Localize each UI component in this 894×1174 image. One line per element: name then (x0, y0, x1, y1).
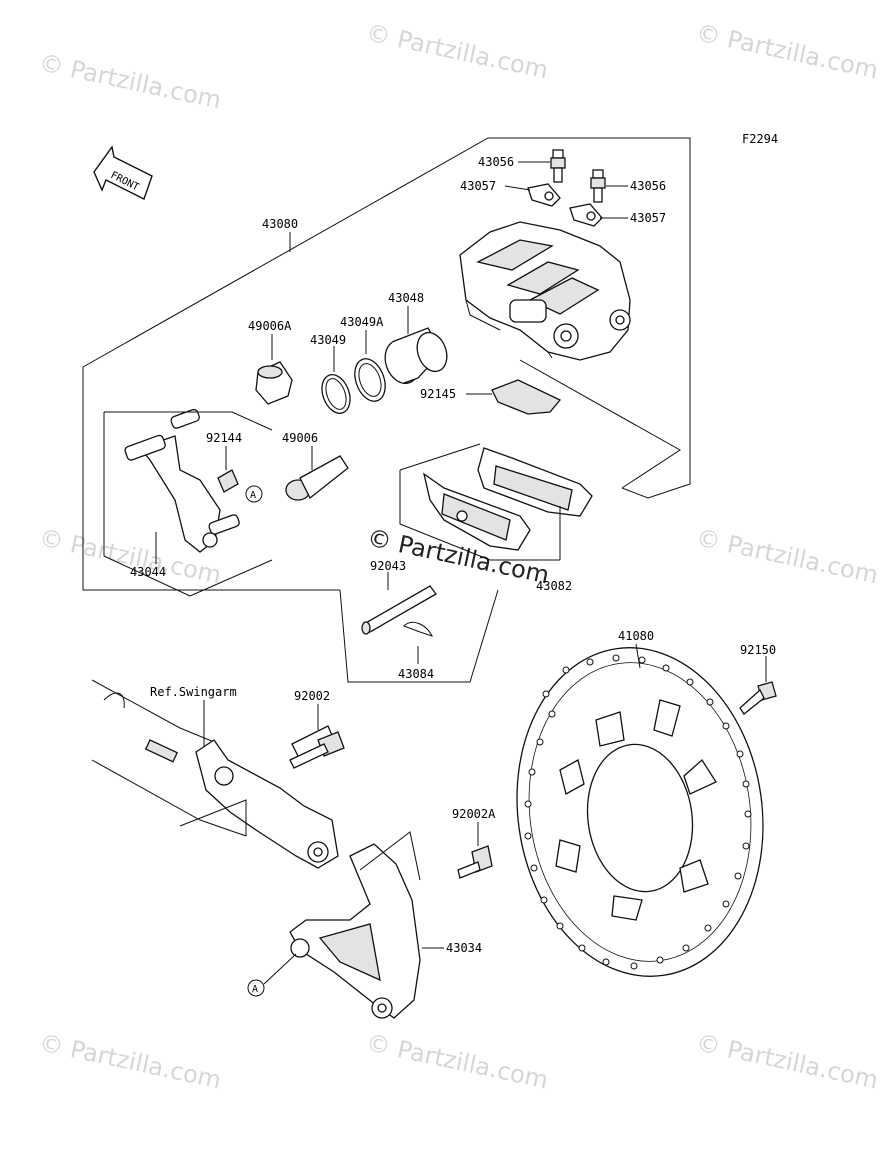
watermark-mid-right: © Partzilla.com (694, 523, 881, 589)
bolt-92002 (289, 731, 345, 769)
caliper-body (459, 221, 631, 361)
label-41080: 41080 (618, 629, 654, 643)
label-43084: 43084 (398, 667, 434, 681)
label-92002: 92002 (294, 689, 330, 703)
slide-pin-49006 (285, 455, 349, 501)
label-43044: 43044 (130, 565, 166, 579)
label-49006a: 49006A (248, 319, 292, 333)
label-43049a: 43049A (340, 315, 384, 329)
label-43056-right: 43056 (630, 179, 666, 193)
label-43048: 43048 (388, 291, 424, 305)
seal-43049 (321, 374, 351, 414)
watermark-bottom-left: © Partzilla.com (37, 1028, 224, 1094)
label-43034: 43034 (446, 941, 482, 955)
label-92150: 92150 (740, 643, 776, 657)
torque-link (195, 725, 339, 869)
label-43057-left: 43057 (460, 179, 496, 193)
pad-spring-92145 (491, 379, 562, 415)
clip-92144 (217, 469, 239, 493)
label-43049: 43049 (310, 333, 346, 347)
watermark-top-center: © Partzilla.com (364, 18, 551, 84)
brake-pad-inner (422, 472, 531, 551)
svg-text:A: A (250, 490, 256, 501)
brake-pad-outer (477, 447, 593, 517)
brake-disc-41080 (516, 647, 764, 977)
label-92145: 92145 (420, 387, 456, 401)
front-arrow-icon: FRONT (93, 145, 153, 200)
label-92144: 92144 (206, 431, 242, 445)
cotter-pin-43084 (403, 621, 433, 637)
bleeder-cap-right (569, 203, 603, 227)
label-49006: 49006 (282, 431, 318, 445)
bleeder-cap-left (527, 183, 561, 207)
svg-text:A: A (252, 984, 258, 995)
caliper-bracket-43044 (124, 408, 240, 553)
piston-43048 (384, 327, 448, 385)
label-43080: 43080 (262, 217, 298, 231)
assembly-outline-left (82, 367, 340, 591)
assembly-outline-top (82, 137, 691, 499)
bolt-92002a (457, 845, 493, 879)
watermark-bottom-right: © Partzilla.com (694, 1028, 881, 1094)
label-43082: 43082 (536, 579, 572, 593)
callout-a-upper: A (245, 485, 263, 503)
label-43056-left: 43056 (478, 155, 514, 169)
seal-43049a (354, 358, 386, 402)
disc-bolt-92150 (739, 681, 777, 715)
brake-disc-holes (524, 654, 752, 970)
watermark-top-left: © Partzilla.com (37, 48, 224, 114)
swingarm-reference (91, 679, 247, 837)
watermark-top-right: © Partzilla.com (694, 18, 881, 84)
watermarks: © Partzilla.com © Partzilla.com © Partzi… (37, 18, 881, 1094)
label-92002a: 92002A (452, 807, 496, 821)
caliper-bracket-43034 (289, 843, 421, 1019)
watermark-bottom-center: © Partzilla.com (364, 1028, 551, 1094)
pad-pin-92043 (361, 585, 437, 635)
label-92043: 92043 (370, 559, 406, 573)
callout-a-lower: A (247, 979, 265, 997)
boot-49006a (255, 361, 293, 405)
figure-code: F2294 (742, 132, 778, 146)
reference-swingarm-label: Ref.Swingarm (150, 685, 237, 699)
label-43057-right: 43057 (630, 211, 666, 225)
bleeder-valve-right (590, 169, 606, 203)
bleeder-valve-left (550, 149, 566, 183)
